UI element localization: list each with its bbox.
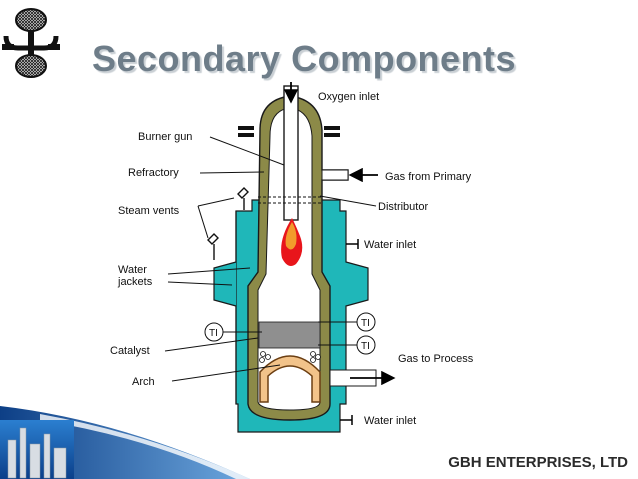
label-oxygen-inlet: Oxygen inlet (318, 91, 379, 103)
label-distributor: Distributor (378, 201, 428, 213)
label-ti-right-1: TI (361, 318, 370, 329)
label-gas-to-process: Gas to Process (398, 353, 474, 365)
burner-gun (283, 85, 299, 221)
flange-left (238, 126, 254, 130)
flange-right-2 (324, 133, 340, 137)
label-steam-vents: Steam vents (118, 205, 180, 217)
company-logo (2, 8, 60, 78)
label-water-inlet-top: Water inlet (364, 239, 416, 251)
label-ti-left: TI (209, 328, 218, 339)
catalyst-bed (258, 321, 321, 349)
flame-core (285, 222, 297, 250)
flange-left-2 (238, 133, 254, 137)
steam-vent-lower (207, 233, 219, 260)
support-balls (259, 351, 321, 363)
steam-vent-upper (237, 187, 249, 210)
label-catalyst: Catalyst (110, 345, 150, 357)
footer-decoration (0, 406, 250, 479)
label-ti-right-2: TI (361, 341, 370, 352)
label-arch: Arch (132, 376, 155, 388)
primary-gas-inlet-pipe (321, 169, 349, 181)
arch (259, 355, 321, 403)
footer-company: GBH ENTERPRISES, LTD (448, 454, 628, 471)
slide-title: Secondary Components (92, 38, 517, 79)
label-water-jackets-1: Water (118, 264, 147, 276)
label-gas-from-primary: Gas from Primary (385, 171, 472, 183)
label-refractory: Refractory (128, 167, 179, 179)
label-burner-gun: Burner gun (138, 131, 192, 143)
flange-right (324, 126, 340, 130)
label-water-inlet-bottom: Water inlet (364, 415, 416, 427)
label-water-jackets-2: jackets (117, 276, 153, 288)
upper-water-jacket (213, 211, 237, 404)
